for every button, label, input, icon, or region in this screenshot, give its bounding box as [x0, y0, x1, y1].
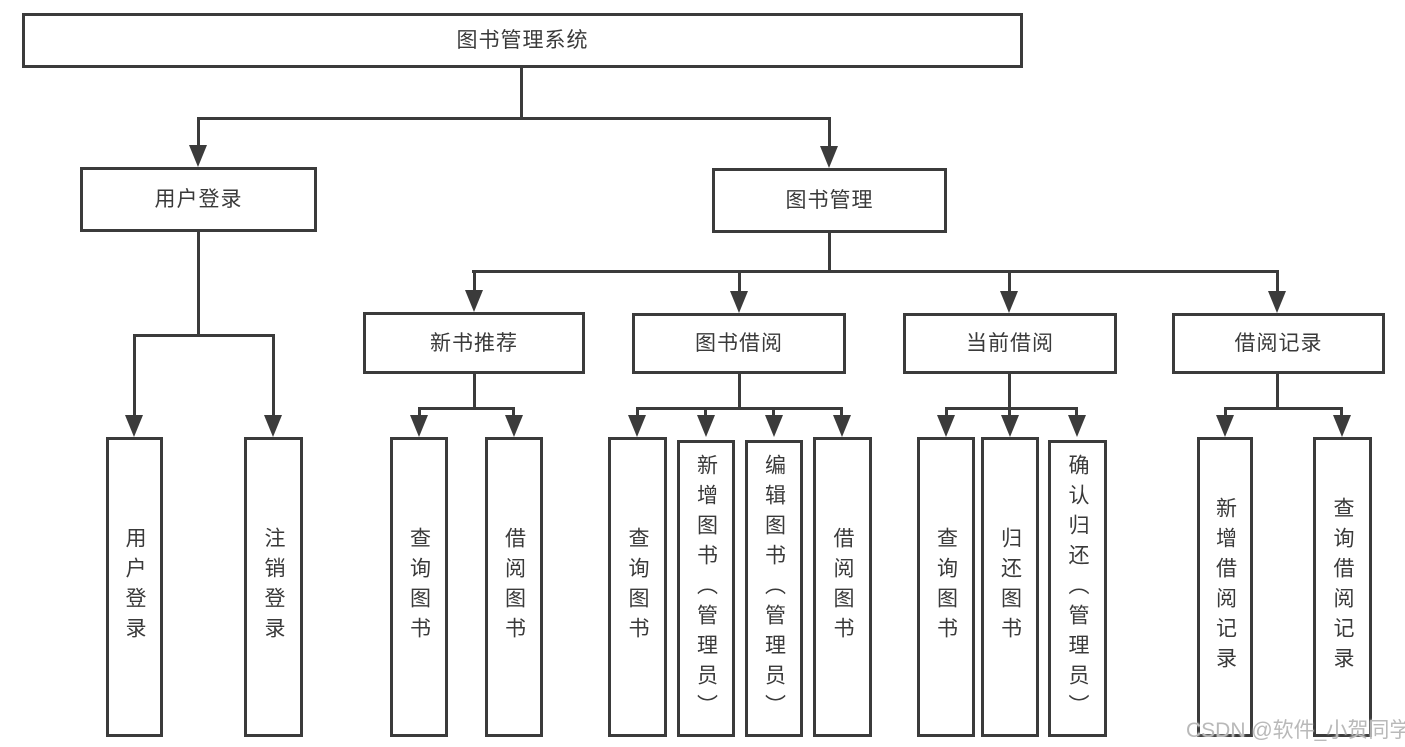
leaf-borrow-books-recommend: 借阅图书 — [485, 437, 543, 737]
arrow-down-icon — [465, 290, 483, 312]
connector-line — [133, 334, 275, 337]
leaf-query-books-recommend: 查询图书 — [390, 437, 448, 737]
arrow-down-icon — [410, 415, 428, 437]
connector-line — [1224, 407, 1227, 417]
connector-line — [1075, 407, 1078, 417]
leaf-confirm-return-admin: 确认归还（管理员） — [1048, 440, 1107, 737]
leaf-confirm-return-admin-label: 确认归还（管理员） — [1066, 453, 1089, 724]
leaf-query-books-current-label: 查询图书 — [934, 527, 958, 647]
connector-line — [840, 407, 843, 417]
leaf-query-books-recommend-label: 查询图书 — [407, 527, 431, 647]
leaf-user-login: 用户登录 — [106, 437, 163, 737]
arrow-down-icon — [1001, 415, 1019, 437]
connector-line — [1276, 374, 1279, 410]
arrow-down-icon — [189, 145, 207, 167]
connector-line — [1224, 407, 1343, 410]
leaf-query-books-borrow: 查询图书 — [608, 437, 667, 737]
leaf-query-borrow-record: 查询借阅记录 — [1313, 437, 1372, 737]
connector-line — [473, 270, 476, 292]
node-borrow-records: 借阅记录 — [1172, 313, 1385, 374]
leaf-borrow-books-recommend-label: 借阅图书 — [502, 527, 526, 647]
leaf-user-login-label: 用户登录 — [123, 527, 146, 647]
node-library-management-system: 图书管理系统 — [22, 13, 1023, 68]
connector-line — [197, 117, 200, 148]
leaf-edit-book-admin-label: 编辑图书（管理员） — [762, 453, 786, 724]
connector-line — [636, 407, 843, 410]
connector-line — [945, 407, 948, 417]
arrow-down-icon — [1268, 291, 1286, 313]
leaf-query-books-current: 查询图书 — [917, 437, 975, 737]
arrow-down-icon — [937, 415, 955, 437]
connector-line — [772, 407, 775, 417]
arrow-down-icon — [1068, 415, 1086, 437]
connector-line — [512, 407, 515, 417]
connector-line — [133, 334, 136, 417]
connector-line — [197, 117, 831, 120]
arrow-down-icon — [833, 415, 851, 437]
connector-line — [828, 233, 831, 273]
leaf-return-books-label: 归还图书 — [998, 527, 1022, 647]
arrow-down-icon — [730, 291, 748, 313]
connector-line — [1008, 407, 1011, 417]
node-user-login: 用户登录 — [80, 167, 317, 232]
arrow-down-icon — [628, 415, 646, 437]
connector-line — [520, 68, 523, 120]
leaf-return-books: 归还图书 — [981, 437, 1039, 737]
leaf-borrow-books: 借阅图书 — [813, 437, 872, 737]
connector-line — [1276, 270, 1279, 292]
connector-line — [418, 407, 515, 410]
connector-line — [272, 334, 275, 417]
connector-line — [828, 117, 831, 149]
connector-line — [945, 407, 1078, 410]
connector-line — [738, 270, 741, 292]
leaf-query-books-borrow-label: 查询图书 — [626, 527, 649, 647]
arrow-down-icon — [125, 415, 143, 437]
connector-line — [472, 270, 1279, 273]
connector-line — [1008, 374, 1011, 410]
connector-line — [1340, 407, 1343, 417]
arrow-down-icon — [820, 146, 838, 168]
node-new-book-recommend: 新书推荐 — [363, 312, 585, 374]
leaf-add-borrow-record: 新增借阅记录 — [1197, 437, 1253, 737]
leaf-borrow-books-label: 借阅图书 — [831, 527, 854, 647]
connector-line — [636, 407, 639, 417]
leaf-add-book-admin: 新增图书（管理员） — [677, 440, 735, 737]
node-book-borrow: 图书借阅 — [632, 313, 846, 374]
arrow-down-icon — [264, 415, 282, 437]
arrow-down-icon — [697, 415, 715, 437]
arrow-down-icon — [1000, 291, 1018, 313]
arrow-down-icon — [765, 415, 783, 437]
connector-line — [1008, 270, 1011, 292]
leaf-edit-book-admin: 编辑图书（管理员） — [745, 440, 803, 737]
connector-line — [738, 374, 741, 410]
arrow-down-icon — [1216, 415, 1234, 437]
leaf-logout: 注销登录 — [244, 437, 303, 737]
node-book-management: 图书管理 — [712, 168, 947, 233]
leaf-logout-label: 注销登录 — [262, 527, 285, 647]
arrow-down-icon — [505, 415, 523, 437]
leaf-add-book-admin-label: 新增图书（管理员） — [694, 453, 718, 724]
leaf-query-borrow-record-label: 查询借阅记录 — [1331, 497, 1354, 677]
connector-line — [473, 374, 476, 410]
connector-line — [418, 407, 421, 417]
connector-line — [197, 232, 200, 337]
leaf-add-borrow-record-label: 新增借阅记录 — [1213, 497, 1237, 677]
arrow-down-icon — [1333, 415, 1351, 437]
connector-line — [704, 407, 707, 417]
node-current-borrow: 当前借阅 — [903, 313, 1117, 374]
